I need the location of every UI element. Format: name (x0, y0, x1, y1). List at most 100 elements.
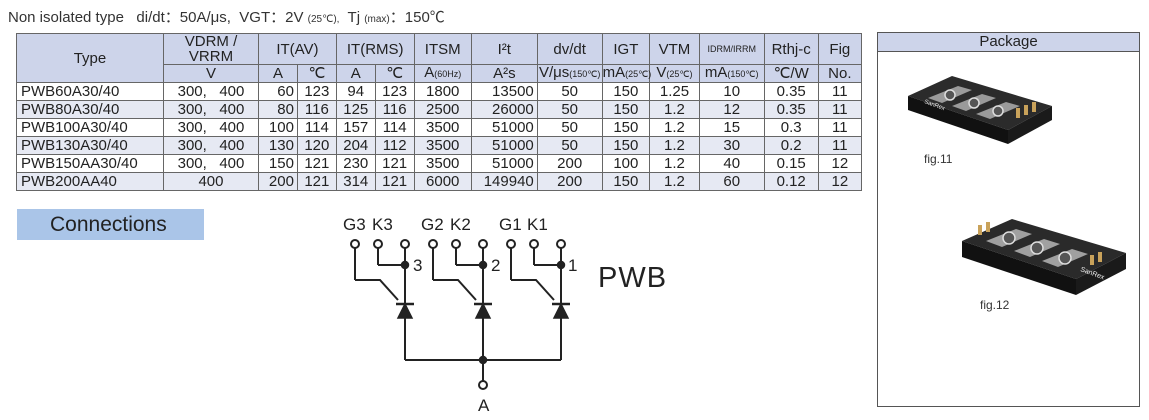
cell-vdrm: 300, 400 (162, 82, 260, 101)
cell-vtm: 1.2 (649, 100, 700, 119)
table-row: PWB60A30/40 300, 400 60 123 94 123 1800 … (16, 82, 863, 101)
cell-it-av-a: 100 (258, 118, 298, 137)
cell-igt: 100 (601, 154, 651, 173)
tj-label: Tj (347, 9, 361, 26)
cell-idrm: 12 (698, 100, 765, 119)
cell-vdrm: 300, 400 (162, 136, 260, 155)
cell-it-rms-a: 204 (335, 136, 376, 155)
node-label-1: 1 (568, 256, 577, 275)
table-row: PWB150AA30/40 300, 400 150 121 230 121 3… (16, 154, 863, 173)
cell-type: PWB150AA30/40 (16, 154, 164, 173)
cell-rth: 0.3 (763, 118, 819, 137)
header-type: Type (16, 33, 164, 83)
header-itsm: ITSM (413, 33, 472, 65)
cell-it-rms-c: 121 (374, 154, 415, 173)
vgt-condition: VGT：2V (239, 9, 304, 26)
cell-it-rms-a: 314 (335, 172, 376, 191)
didt-condition: di/dt：50A/μs, (136, 9, 231, 26)
header-vdrm-unit: V (162, 64, 260, 83)
cell-idrm: 10 (698, 82, 765, 101)
cell-type: PWB130A30/40 (16, 136, 164, 155)
header-row-1: Type VDRM / VRRM IT(AV) IT(RMS) ITSM I²t… (16, 33, 863, 83)
cell-it-av-c: 123 (296, 82, 337, 101)
header-idrm: IDRM/IRRM (698, 33, 765, 65)
cell-type: PWB60A30/40 (16, 82, 164, 101)
cell-fig: 11 (817, 82, 863, 101)
tj-value: ：150℃ (389, 9, 445, 26)
cell-idrm: 15 (698, 118, 765, 137)
cell-rth: 0.15 (763, 154, 819, 173)
header-i2t-unit: A²s (470, 64, 538, 83)
header-it-rms: IT(RMS) (335, 33, 415, 65)
cell-fig: 11 (817, 118, 863, 137)
cell-it-rms-a: 125 (335, 100, 376, 119)
header-vdrm: VDRM / VRRM (162, 33, 260, 65)
cell-vtm: 1.25 (649, 82, 700, 101)
cell-it-av-c: 121 (296, 172, 337, 191)
cell-vtm: 1.2 (649, 154, 700, 173)
cell-dvdt: 200 (536, 172, 603, 191)
terminal-label-k2: K2 (450, 215, 471, 234)
header-vtm: VTM (649, 33, 700, 65)
fig11-label: fig.11 (924, 152, 953, 166)
cell-fig: 12 (817, 172, 863, 191)
cell-i2t: 51000 (470, 118, 538, 137)
cell-type: PWB100A30/40 (16, 118, 164, 137)
model-label: PWB (598, 262, 668, 294)
cell-igt: 150 (601, 100, 651, 119)
cell-vdrm: 300, 400 (162, 118, 260, 137)
header-it-av-c: ℃ (296, 64, 337, 83)
cell-dvdt: 50 (536, 136, 603, 155)
header-rth: Rthj-c (763, 33, 819, 65)
cell-itsm: 2500 (413, 100, 472, 119)
table-row: PWB100A30/40 300, 400 100 114 157 114 35… (16, 118, 863, 137)
header-i2t: I²t (470, 33, 538, 65)
cell-fig: 12 (817, 154, 863, 173)
cell-idrm: 60 (698, 172, 765, 191)
header-dvdt: dv/dt (536, 33, 603, 65)
cell-it-av-c: 121 (296, 154, 337, 173)
cell-itsm: 1800 (413, 82, 472, 101)
header-vtm-unit: V(25℃) (649, 64, 700, 83)
table-row: PWB80A30/40 300, 400 80 116 125 116 2500… (16, 100, 863, 119)
table-row: PWB200AA40 400 200 121 314 121 6000 1499… (16, 172, 863, 191)
cell-igt: 150 (601, 82, 651, 101)
header-igt: IGT (601, 33, 651, 65)
cell-it-av-a: 130 (258, 136, 298, 155)
cell-it-rms-c: 116 (374, 100, 415, 119)
cell-it-rms-a: 94 (335, 82, 376, 101)
cell-it-rms-c: 123 (374, 82, 415, 101)
module-fig11-picture: SanRex (908, 76, 1052, 144)
connection-diagram: G3 K3 G2 K2 G1 K1 3 2 1 A (343, 215, 577, 415)
header-rth-unit: ℃/W (763, 64, 819, 83)
cell-it-av-c: 114 (296, 118, 337, 137)
cell-it-rms-c: 121 (374, 172, 415, 191)
cell-igt: 150 (601, 118, 651, 137)
terminal-label-g2: G2 (421, 215, 444, 234)
header-idrm-unit: mA(150℃) (698, 64, 765, 83)
connections-heading-band (17, 209, 204, 240)
cell-it-av-a: 150 (258, 154, 298, 173)
terminal-label-g3: G3 (343, 215, 366, 234)
cell-i2t: 13500 (470, 82, 538, 101)
conditions-line: Non isolated type di/dt：50A/μs, VGT：2V (… (8, 6, 445, 27)
vgt-temp: (25℃), (307, 14, 340, 25)
cell-igt: 150 (601, 172, 651, 191)
cell-i2t: 51000 (470, 136, 538, 155)
header-igt-unit: mA(25℃) (601, 64, 652, 83)
header-itsm-unit: A(60Hz) (413, 64, 472, 83)
cell-it-av-a: 60 (258, 82, 298, 101)
cell-it-av-c: 120 (296, 136, 337, 155)
cell-idrm: 40 (698, 154, 765, 173)
cell-vdrm: 300, 400 (162, 154, 260, 173)
cell-i2t: 149940 (470, 172, 538, 191)
node-label-3: 3 (413, 256, 422, 275)
table-row: PWB130A30/40 300, 400 130 120 204 112 35… (16, 136, 863, 155)
package-header: Package (878, 33, 1139, 52)
connections-heading: Connections (50, 213, 167, 236)
package-panel: Package SanRex fig.11 SanRex fig.12 (877, 32, 1140, 407)
cell-it-av-a: 200 (258, 172, 298, 191)
cell-vtm: 1.2 (649, 172, 700, 191)
cell-rth: 0.12 (763, 172, 819, 191)
cell-it-rms-c: 112 (374, 136, 415, 155)
